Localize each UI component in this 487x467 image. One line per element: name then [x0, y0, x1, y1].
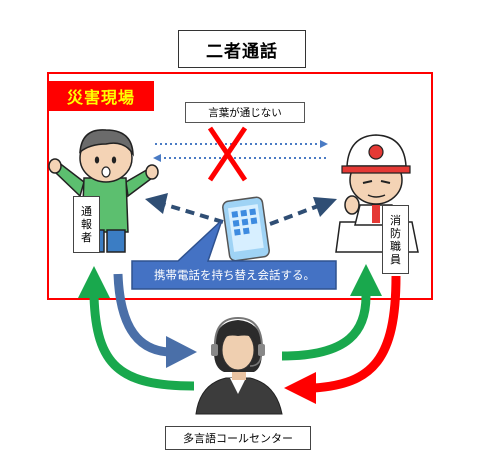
- officer-label-char: 職: [390, 239, 401, 253]
- diagram-title: 二者通話: [178, 30, 306, 68]
- phone-exchange-arrows: [145, 193, 337, 226]
- disaster-site-frame: [47, 72, 433, 300]
- officer-label-char: 防: [390, 226, 401, 240]
- blue-arrow-head: [166, 336, 197, 368]
- green-arrow-right: [281, 295, 371, 361]
- flow-arrows: [78, 264, 401, 404]
- smartphone-icon: [222, 196, 270, 262]
- green-arrow-left-head: [78, 266, 110, 298]
- red-arrow: [313, 275, 401, 393]
- officer-label-char: 員: [390, 252, 401, 266]
- call-center-operator-icon: [195, 316, 283, 415]
- caller-person-icon: [48, 129, 159, 253]
- call-center-label: 多言語コールセンター: [165, 426, 311, 450]
- language-barrier-arrows: [153, 140, 328, 162]
- language-barrier-note: 言葉が通じない: [185, 102, 305, 123]
- disaster-site-label: 災害現場: [48, 81, 154, 111]
- caller-label-char: 通: [81, 205, 92, 218]
- cross-mark-icon: [207, 126, 248, 182]
- red-arrow-head: [284, 372, 316, 404]
- green-arrow-left: [89, 295, 195, 391]
- officer-label: 消 防 職 員: [382, 205, 409, 274]
- caller-label-char: 者: [81, 231, 92, 244]
- callout-balloon: [131, 219, 337, 290]
- caller-label: 通 報 者: [73, 196, 100, 253]
- callout-text: 携帯電話を持ち替え会話する。: [154, 268, 315, 282]
- officer-label-char: 消: [390, 213, 401, 227]
- green-arrow-right-head: [350, 264, 382, 296]
- blue-arrow: [113, 273, 169, 357]
- caller-label-char: 報: [81, 218, 92, 231]
